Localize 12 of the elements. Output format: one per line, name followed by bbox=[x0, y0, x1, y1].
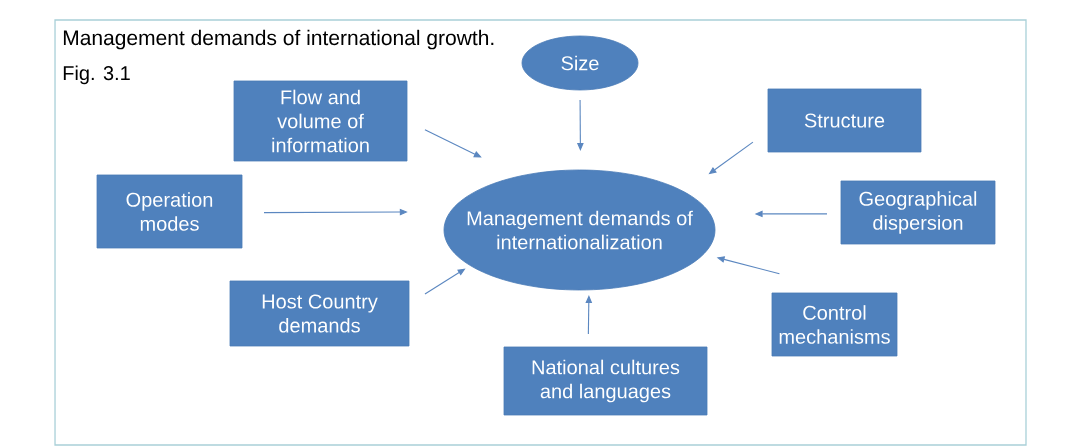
factor-oval: Size bbox=[521, 35, 639, 91]
factor-box: Flow and volume of information bbox=[233, 80, 408, 162]
factor-box: Structure bbox=[767, 88, 922, 153]
arrow bbox=[424, 129, 482, 158]
figure-number: Fig. 3.1 bbox=[63, 65, 130, 85]
factor-box: National cultures and languages bbox=[503, 346, 708, 416]
factor-box: Control mechanisms bbox=[771, 292, 898, 357]
title: Management demands of international growth. bbox=[63, 29, 494, 50]
factor-box: Host Country demands bbox=[229, 280, 410, 347]
central-oval: Management demands of internationalization bbox=[443, 169, 716, 291]
factor-box: Geographical dispersion bbox=[840, 180, 996, 245]
factor-box: Operation modes bbox=[96, 174, 243, 249]
